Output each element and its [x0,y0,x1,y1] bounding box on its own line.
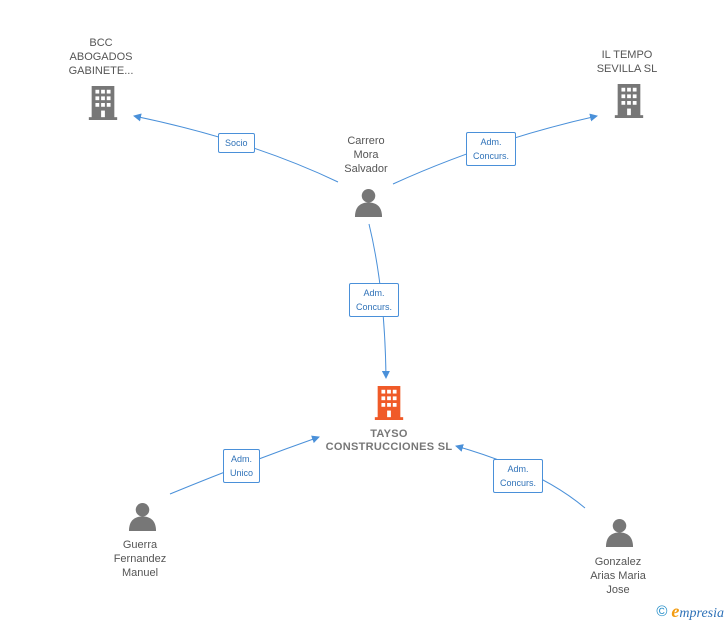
person-icon[interactable] [128,502,157,531]
node-label-tayso[interactable]: TAYSO CONSTRUCCIONES SL [325,428,453,453]
edge-label-adm-concurs-iltempo[interactable]: Adm. Concurs. [466,132,517,166]
person-icon[interactable] [354,188,383,217]
node-label-carrero[interactable]: Carrero Mora Salvador [344,135,388,175]
node-label-iltempo[interactable]: IL TEMPO SEVILLA SL [596,49,658,75]
node-label-guerra[interactable]: Guerra Fernandez Manuel [113,539,167,579]
copyright-icon: © [656,603,668,620]
building-main-icon[interactable] [374,386,404,420]
footer-brand[interactable]: © empresia [656,601,724,622]
building-icon[interactable] [614,84,644,118]
node-label-gonzalez[interactable]: Gonzalez Arias Maria Jose [590,556,646,596]
node-label-bcc[interactable]: BCC ABOGADOS GABINETE... [68,37,134,77]
edge-label-socio[interactable]: Socio [218,133,255,153]
edge-label-adm-concurs-tayso[interactable]: Adm. Concurs. [349,283,400,317]
building-icon[interactable] [88,86,118,120]
brand-logo: empresia [671,601,724,621]
person-icon[interactable] [605,518,634,547]
edge-label-adm-unico[interactable]: Adm. Unico [223,449,261,483]
edge-label-adm-concurs-gonzalez[interactable]: Adm. Concurs. [493,459,544,493]
